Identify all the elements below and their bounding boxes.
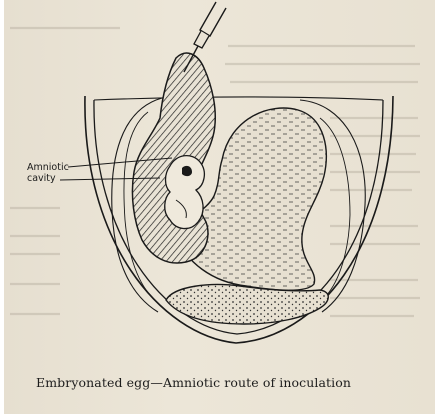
amniotic-label-line2: cavity (27, 173, 69, 184)
amniotic-sac (132, 53, 215, 263)
amniotic-label-line1: Amniotic (27, 162, 69, 173)
shell-top-edge (94, 97, 383, 100)
amniotic-cavity-label: Amniotic cavity (27, 162, 69, 184)
figure-caption: Embryonated egg—Amniotic route of inocul… (36, 375, 416, 390)
inoculation-syringe (184, 2, 226, 72)
